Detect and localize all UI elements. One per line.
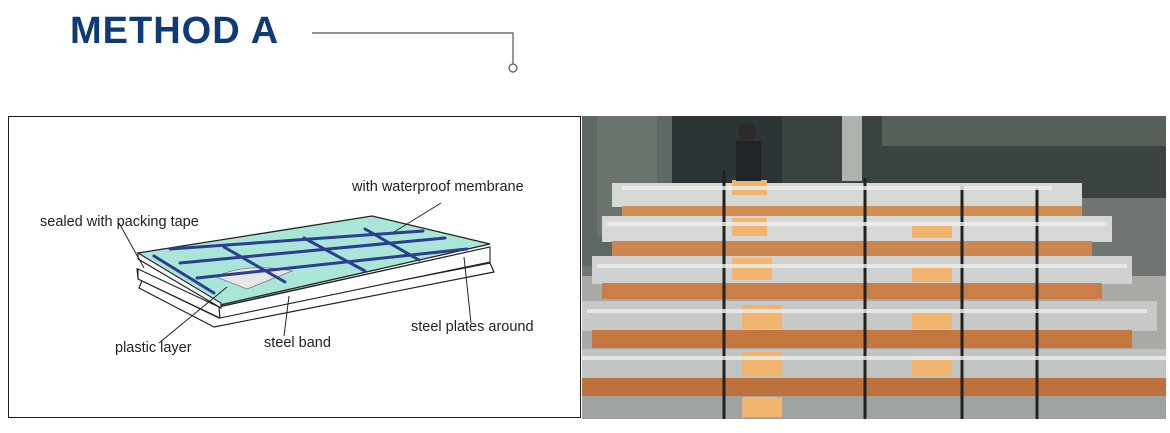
page-title: METHOD A — [70, 10, 280, 52]
warehouse-photo — [582, 116, 1166, 419]
packing-diagram — [118, 202, 495, 344]
label-steel-band: steel band — [264, 335, 331, 351]
label-packing-tape: sealed with packing tape — [40, 214, 199, 230]
stacked-pallets-photo — [582, 116, 1166, 419]
packing-diagram-panel: with waterproof membrane sealed with pac… — [8, 116, 581, 418]
label-steel-plates: steel plates around — [411, 319, 534, 335]
label-waterproof-membrane: with waterproof membrane — [352, 179, 524, 195]
title-connector-line — [312, 32, 518, 73]
label-plastic-layer: plastic layer — [115, 340, 192, 356]
